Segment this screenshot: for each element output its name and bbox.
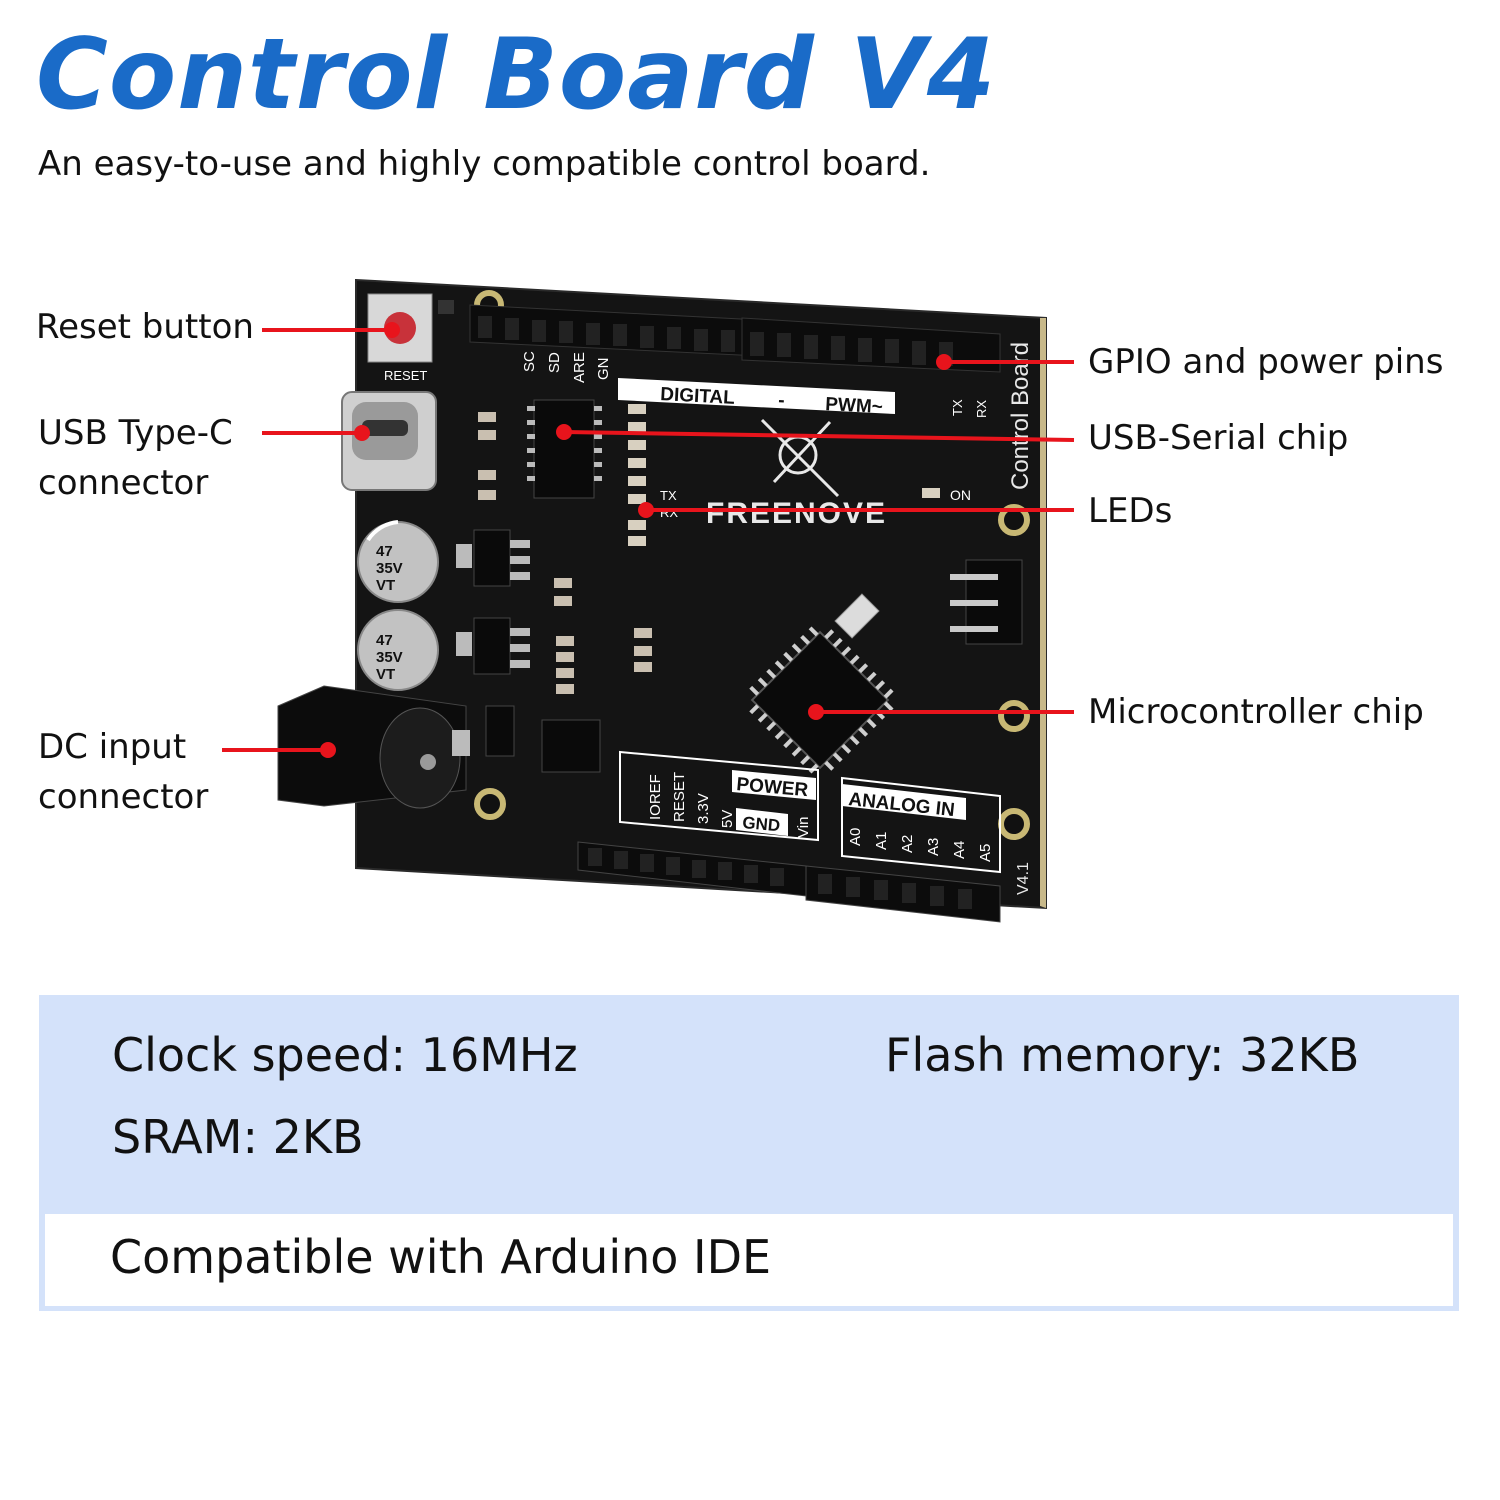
top-pin-label: SC <box>521 351 538 372</box>
callout-usb-typec-line1: USB Type-C <box>38 413 233 453</box>
spec-clock: Clock speed: 16MHz <box>112 1028 578 1082</box>
callout-leds: LEDs <box>1088 491 1173 531</box>
board-version-label: V4.1 <box>1015 862 1032 895</box>
capacitor-1-label: VT <box>376 577 395 594</box>
power-pin-label: 5V <box>719 810 736 828</box>
analog-pin-label: A3 <box>925 838 942 856</box>
callout-reset-button: Reset button <box>36 307 254 347</box>
power-pin-label: RESET <box>671 772 688 822</box>
icsp-header <box>950 559 1023 645</box>
brand-label: FREENOVE <box>706 497 887 530</box>
capacitor-1 <box>357 520 439 603</box>
capacitor-2-label: VT <box>376 666 395 683</box>
usb-serial-chip-part <box>527 399 602 499</box>
top-pin-labels: SC SD ARE GN <box>521 351 612 383</box>
capacitor-2-label: 35V <box>376 649 403 666</box>
dc-jack-part <box>277 685 470 809</box>
power-pin-label: Vin <box>795 817 812 838</box>
on-led-label: ON <box>950 487 971 503</box>
voltage-regulators <box>473 529 515 757</box>
compat-box <box>45 1214 1453 1306</box>
power-pin-label: IOREF <box>647 774 664 820</box>
analog-pin-labels: A0 A1 A2 A3 A4 A5 <box>847 828 994 862</box>
callout-lines <box>222 322 1075 758</box>
spec-compat: Compatible with Arduino IDE <box>110 1230 772 1284</box>
analog-pin-label: A4 <box>951 841 968 859</box>
capacitor-1-label: 35V <box>376 560 403 577</box>
spec-flash: Flash memory: 32KB <box>885 1028 1360 1082</box>
tx-pin-label: TX <box>950 399 965 416</box>
callout-usb-typec-line2: connector <box>38 463 209 503</box>
capacitor-2 <box>357 609 439 691</box>
page-title: Control Board V4 <box>36 18 997 132</box>
callout-dc-input-line1: DC input <box>38 727 187 767</box>
analog-pin-label: A2 <box>899 835 916 853</box>
callout-usb-serial: USB-Serial chip <box>1088 418 1349 458</box>
top-pin-label: SD <box>546 352 563 373</box>
analog-pin-label: A0 <box>847 828 864 846</box>
analog-pin-header <box>805 865 1001 923</box>
power-pin-header <box>577 841 807 897</box>
reset-silk-label: RESET <box>384 368 427 383</box>
power-pin-labels: IOREF RESET 3.3V 5V Vin <box>647 772 812 838</box>
gnd-label: GND <box>742 813 781 835</box>
capacitor-1-label: 47 <box>376 543 393 560</box>
digital-dash-label: - <box>778 390 785 411</box>
top-pin-header <box>469 304 1001 373</box>
callout-gpio: GPIO and power pins <box>1088 342 1444 382</box>
usb-typec-part <box>341 391 437 491</box>
board-side-label: Control Board <box>1007 342 1034 490</box>
microcontroller-part <box>749 626 894 774</box>
analog-pin-label: A1 <box>873 832 890 850</box>
power-pin-label: 3.3V <box>695 793 712 824</box>
spec-sram: SRAM: 2KB <box>112 1110 364 1164</box>
rx-pin-label: RX <box>974 400 989 418</box>
control-board-image: DIGITAL - PWM~ SC SD ARE GN Control Boar… <box>222 278 1075 923</box>
smd-components <box>478 412 652 694</box>
analog-pin-label: A5 <box>977 844 994 862</box>
rx-led-label: RX <box>660 505 678 520</box>
callout-mcu: Microcontroller chip <box>1088 692 1424 732</box>
callout-dc-input-line2: connector <box>38 777 209 817</box>
led-column <box>628 404 646 546</box>
page-subtitle: An easy-to-use and highly compatible con… <box>38 144 931 184</box>
tx-led-label: TX <box>660 488 677 503</box>
top-pin-label: GN <box>595 358 612 381</box>
pwm-label: PWM~ <box>825 394 884 418</box>
digital-label: DIGITAL <box>660 384 736 409</box>
top-pin-label: ARE <box>571 352 588 383</box>
capacitor-2-label: 47 <box>376 632 393 649</box>
